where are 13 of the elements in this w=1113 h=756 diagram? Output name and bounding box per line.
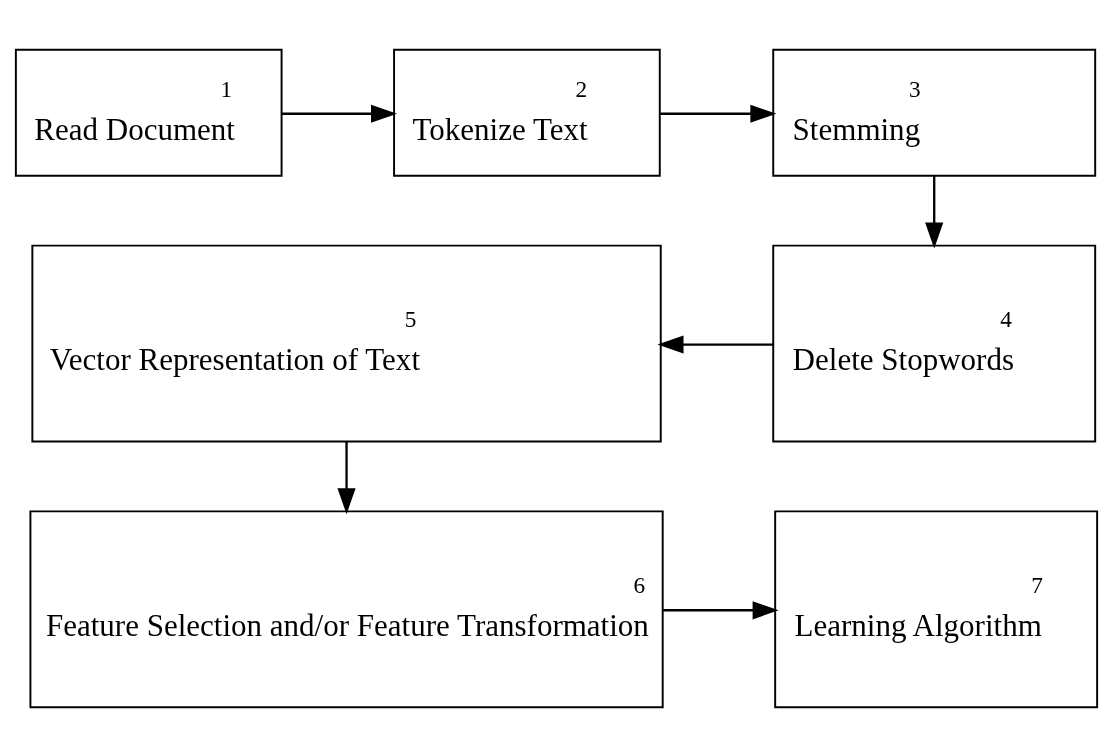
arrow bbox=[925, 175, 944, 249]
node-box: 3 Stemming bbox=[772, 48, 1097, 177]
arrow bbox=[660, 104, 777, 123]
node-box: 6 Feature Selection and/or Feature Transformation bbox=[29, 509, 664, 708]
node-box: 7 Learning Algorithm bbox=[774, 509, 1099, 708]
arrow bbox=[282, 104, 398, 123]
node-box: 1 Read Document bbox=[14, 48, 283, 177]
arrow bbox=[657, 334, 774, 354]
node-box: 4 Delete Stopwords bbox=[772, 244, 1097, 442]
arrow bbox=[337, 441, 356, 514]
node-box: 5 Vector Representation of Text bbox=[31, 244, 662, 442]
node-box: 2 Tokenize Text bbox=[393, 48, 661, 177]
arrow bbox=[662, 600, 779, 619]
